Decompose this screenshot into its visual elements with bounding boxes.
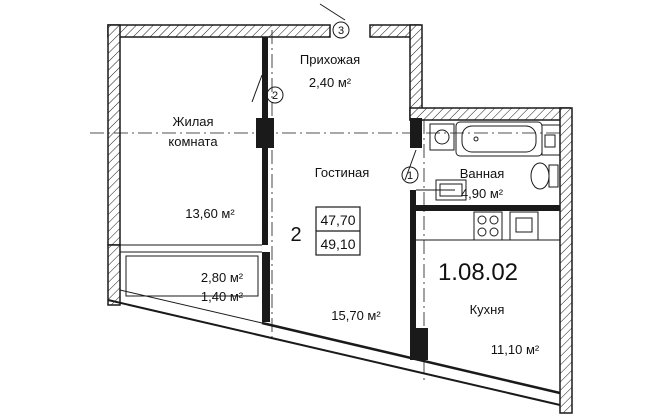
- washbasin: [429, 123, 455, 151]
- room-bath-area: 4,90 м²: [461, 186, 504, 201]
- room-hall-name: Прихожая: [300, 52, 360, 67]
- inner-walls: [256, 37, 560, 360]
- room-hall-area: 2,40 м²: [309, 75, 352, 90]
- room-living-area: 13,60 м²: [185, 206, 235, 221]
- room-kitchen-name: Кухня: [470, 302, 505, 317]
- room-lounge-name: Гостиная: [315, 165, 370, 180]
- room-living-name-line1: Жилая: [172, 114, 213, 129]
- apartment-number: 1.08.02: [438, 259, 518, 286]
- outer-walls: [107, 24, 573, 414]
- room-living-name-line2: комната: [168, 134, 218, 149]
- room-lounge-area: 15,70 м²: [331, 308, 381, 323]
- bathtub: [455, 121, 543, 157]
- marker-1-label: 1: [407, 170, 413, 182]
- rooms-count: 2: [290, 224, 301, 246]
- balcony-window: [125, 255, 259, 297]
- area-box: 47,70 49,10: [315, 206, 361, 256]
- marker-3: 3: [332, 21, 350, 39]
- toilet: [530, 162, 559, 190]
- shower-tray: [541, 124, 561, 156]
- room-balcony-area: 2,80 м²: [201, 270, 244, 285]
- room-balcony-area-reduced: 1,40 м²: [201, 289, 244, 304]
- stove: [473, 211, 503, 241]
- area-total-with-balcony: 49,10: [320, 236, 355, 252]
- marker-3-label: 3: [338, 25, 344, 37]
- marker-2: 2: [266, 86, 284, 104]
- axis-lines: [90, 30, 560, 380]
- sink-cabinet: [435, 179, 467, 201]
- area-total: 47,70: [320, 212, 355, 228]
- room-kitchen-area: 11,10 м²: [491, 342, 540, 357]
- marker-1: 1: [401, 166, 419, 184]
- marker-2-label: 2: [272, 90, 278, 102]
- kitchen-sink: [509, 211, 539, 241]
- room-bath-name: Ванная: [460, 166, 505, 181]
